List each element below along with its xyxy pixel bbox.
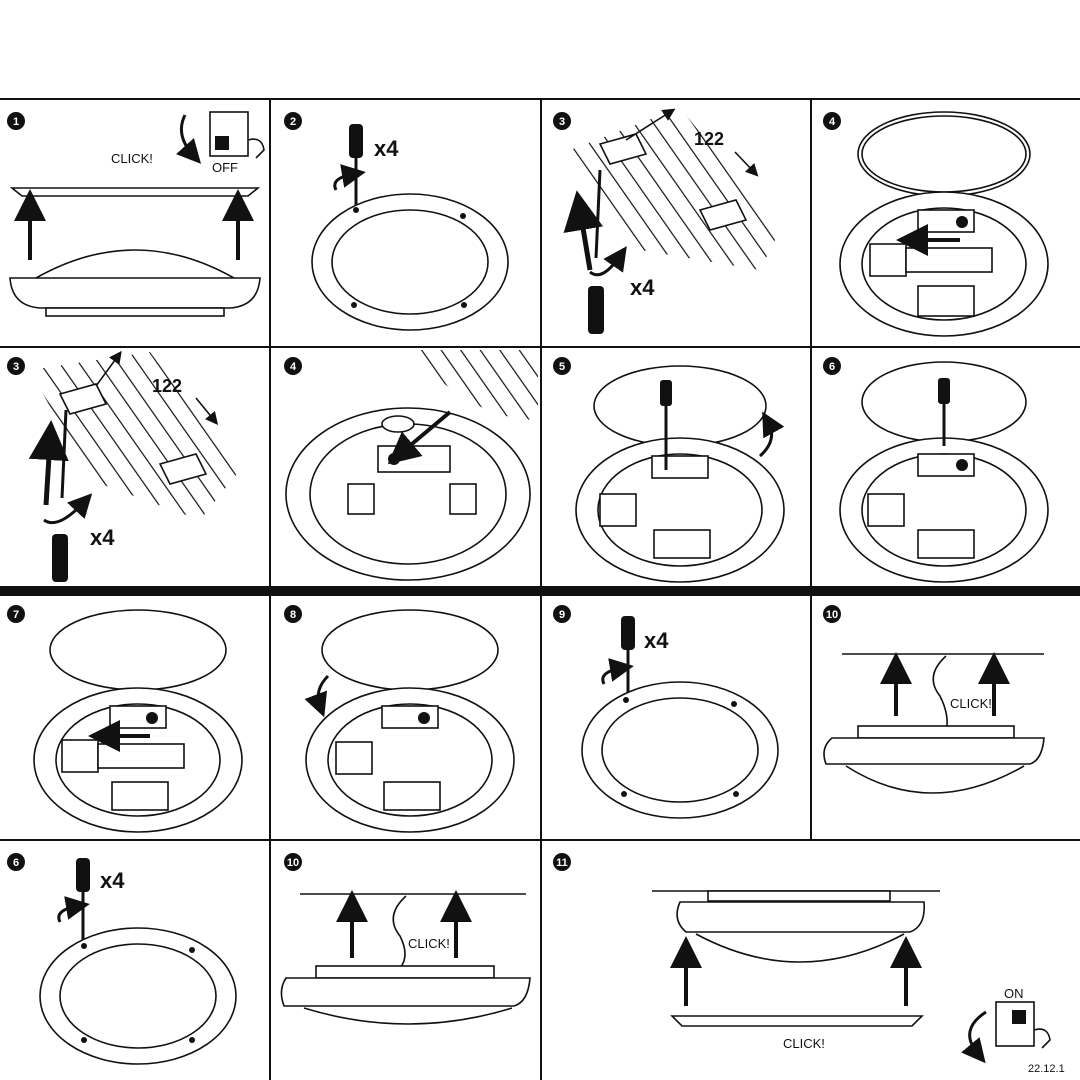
step-number: 5 <box>559 361 565 373</box>
quantity-label: x4 <box>374 136 399 161</box>
step-number: 10 <box>826 609 838 621</box>
panel-10: 10 CLICK! <box>823 605 1045 794</box>
panel-4-alt: 4 <box>284 350 538 581</box>
panel-6: 6 <box>823 357 1049 583</box>
panel-1: 1 CLICK! OFF <box>7 111 265 317</box>
step-number: 7 <box>13 609 19 621</box>
screwdriver-icon <box>57 858 90 940</box>
screwdriver-icon <box>601 616 635 700</box>
cable <box>392 895 407 969</box>
step-number: 10 <box>287 857 299 869</box>
step-number: 1 <box>13 116 19 128</box>
ceiling-light-side-view <box>823 725 1045 794</box>
step-number: 9 <box>559 609 565 621</box>
quantity-label: x4 <box>100 868 125 893</box>
quantity-label: x4 <box>90 525 115 550</box>
step-number: 4 <box>290 361 297 373</box>
base-ring <box>39 927 237 1065</box>
panel-3-alt: 3 122 x4 <box>7 350 240 582</box>
panel-7: 7 <box>7 605 243 833</box>
dimension-label: 122 <box>152 376 182 396</box>
panel-3: 3 122 x4 <box>553 108 780 334</box>
panel-2: 2 x4 <box>284 112 509 331</box>
on-label: ON <box>1004 986 1024 1001</box>
ceiling-light-side-view <box>9 187 261 317</box>
ceiling-light-side-view <box>670 890 926 1027</box>
fixture-base-open <box>304 674 515 833</box>
click-label: CLICK! <box>783 1036 825 1051</box>
panel-10-alt: 10 CLICK! <box>280 853 531 1025</box>
fixture-base-open <box>575 380 785 583</box>
date-code: 22.12.1 <box>1028 1063 1065 1075</box>
click-label: CLICK! <box>950 696 992 711</box>
step-number: 3 <box>559 116 565 128</box>
dimension-label: 122 <box>694 129 724 149</box>
panel-11: 11 CLICK! ON 22.12.1 <box>553 853 1065 1075</box>
base-ring <box>581 681 779 819</box>
diffuser-cover <box>321 609 499 691</box>
fixture-base-open <box>839 191 1049 337</box>
quantity-label: x4 <box>630 275 655 300</box>
step-number: 6 <box>829 361 835 373</box>
panel-5: 5 <box>553 357 785 583</box>
click-label: CLICK! <box>408 936 450 951</box>
diffuser-cover <box>857 111 1031 197</box>
diffuser-cover <box>593 365 767 447</box>
step-number: 8 <box>290 609 296 621</box>
panel-6-alt: 6 x4 <box>7 853 237 1065</box>
screwdriver-icon <box>563 169 627 334</box>
switch-on-icon <box>961 1001 1051 1064</box>
ceiling-light-side-view <box>280 965 531 1025</box>
step-number: 4 <box>829 116 836 128</box>
ceiling-hatch <box>570 108 780 270</box>
ceiling-hatch <box>410 350 538 420</box>
panel-8: 8 <box>284 605 515 833</box>
panel-4: 4 <box>823 111 1049 337</box>
off-label: OFF <box>212 160 238 175</box>
switch-off-icon <box>176 111 265 164</box>
diffuser-cover <box>49 609 227 691</box>
fixture-base-open <box>33 687 243 833</box>
click-label: CLICK! <box>111 151 153 166</box>
cable <box>932 655 948 733</box>
fixture-base <box>285 407 531 581</box>
step-number: 2 <box>290 116 296 128</box>
fixture-base-open <box>839 378 1049 583</box>
step-number: 11 <box>556 857 568 869</box>
step-number: 6 <box>13 857 19 869</box>
mounting-bracket-icon <box>598 108 759 231</box>
screwdriver-icon <box>333 124 366 206</box>
base-ring <box>311 193 509 331</box>
screwdriver-icon <box>28 409 93 582</box>
step-number: 3 <box>13 361 19 373</box>
panel-grid <box>0 98 1080 1080</box>
panel-9: 9 x4 <box>553 605 779 819</box>
mounting-bracket-icon <box>58 350 219 485</box>
quantity-label: x4 <box>644 628 669 653</box>
